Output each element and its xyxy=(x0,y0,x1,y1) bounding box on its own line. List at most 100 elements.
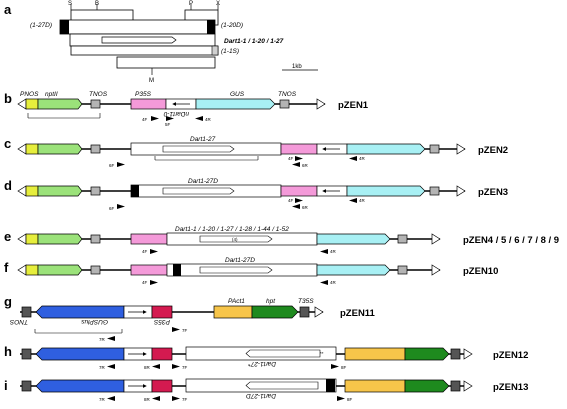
label-pnos: PNOS xyxy=(20,91,39,98)
construct-name-i: pZEN13 xyxy=(493,382,528,393)
primer-7F: 7F xyxy=(182,365,188,370)
gusplus-gene xyxy=(35,347,125,361)
primer-4F-arrow xyxy=(151,116,159,121)
nptII-gene xyxy=(37,264,83,276)
primer-6R: 6R xyxy=(302,163,309,168)
right-border-triangle xyxy=(316,98,326,110)
label-1-1S: (1-1S) xyxy=(221,48,239,55)
panel-e: e (4) Dart1-1 / 1-20 / 1-27 / 1-28 / 1-4… xyxy=(4,226,559,254)
primer-7R: 7R xyxy=(99,337,106,342)
construct-name-c: pZEN2 xyxy=(478,145,508,156)
site-M: M xyxy=(149,78,154,84)
label-element: Dart1-27* xyxy=(248,360,276,367)
pnos-promoter xyxy=(25,185,39,197)
primer-6F: 6F xyxy=(109,163,115,168)
1-20D-right-terminus xyxy=(207,20,215,34)
1-27D-left-terminus xyxy=(60,20,69,34)
scale-label: 1kb xyxy=(292,64,302,70)
label-pact1: PAct1 xyxy=(228,298,245,305)
site-S: S xyxy=(68,1,72,7)
panel-a-title: Dart1-1 / 1-20 / 1-27 xyxy=(224,38,284,45)
panel-b: b PNOS nptII TNOS P35S GUS TNOS nDart1-0… xyxy=(4,91,369,127)
t35s-left xyxy=(21,306,32,318)
gus-gene xyxy=(316,233,391,245)
pnos-promoter xyxy=(25,143,39,155)
label-element: Dart1-27 xyxy=(190,136,216,143)
label-gusplus: GUSPlus xyxy=(81,318,108,325)
gus-gene xyxy=(316,264,391,276)
label-element: Dart1-27D xyxy=(225,257,255,264)
label-nptII: nptII xyxy=(45,91,58,98)
label-ndart1-0: nDart1-0 xyxy=(163,110,189,117)
label-1-20D: (1-20D) xyxy=(221,22,243,29)
tnos-terminator xyxy=(90,99,101,109)
tnos-terminator-2 xyxy=(279,99,290,109)
label-hpt: hpt xyxy=(266,298,276,305)
construct-name-b: pZEN1 xyxy=(338,100,369,111)
panel-a: a S B P X (1-27D) (1-20D) Dart1-1 / 1-20… xyxy=(4,1,318,84)
hpt-gene xyxy=(404,379,450,393)
primer-4F: 4F xyxy=(142,249,148,254)
primer-4R-arrow xyxy=(195,116,203,121)
nptII-gene xyxy=(37,98,83,110)
label-tnos: TNOS xyxy=(89,91,108,98)
primer-4R: 4R xyxy=(330,249,337,254)
primer-8F: 8F xyxy=(341,365,347,370)
panel-h: h ** Dart1-27* 7R 8R 7F 8F pZEN12 xyxy=(4,344,528,370)
panel-letter-g: g xyxy=(4,294,12,309)
primer-8R: 8R xyxy=(144,365,151,370)
label-element: Dart1-27D xyxy=(188,178,218,185)
pact1-promoter xyxy=(213,305,253,319)
p35s-red xyxy=(151,379,173,393)
label-p35s: P35S xyxy=(153,318,170,325)
primer-6R: 6R xyxy=(302,205,309,210)
element-1-27D-bar xyxy=(59,19,216,35)
construct-name-h: pZEN12 xyxy=(493,350,528,361)
primer-4F: 4F xyxy=(142,280,148,285)
primer-4F: 4F xyxy=(288,198,294,203)
construct-name-g: pZEN11 xyxy=(340,308,376,319)
gusplus-gene xyxy=(35,379,125,393)
panel-letter-a: a xyxy=(4,2,12,17)
nptII-gene xyxy=(37,185,83,197)
primer-7R: 7R xyxy=(99,365,106,370)
transposase-orf-arrow xyxy=(101,36,177,44)
1-1S-terminus xyxy=(211,45,219,56)
panel-letter-d: d xyxy=(4,178,12,193)
nptII-gene xyxy=(37,143,83,155)
primer-5F: 5F xyxy=(165,122,171,127)
hpt-gene xyxy=(251,305,299,319)
pnos-promoter xyxy=(25,233,39,245)
panel-letter-c: c xyxy=(4,136,11,151)
nptII-gene xyxy=(37,233,83,245)
p35s-promoter xyxy=(130,264,168,276)
left-border-triangle xyxy=(17,98,27,110)
primer-7F: 7F xyxy=(182,397,188,402)
p35s-red xyxy=(151,347,173,361)
pnos-promoter xyxy=(25,98,39,110)
construct-name-d: pZEN3 xyxy=(478,187,508,198)
p35s-promoter xyxy=(280,143,318,155)
primer-4R: 4R xyxy=(359,198,366,203)
pact1-promoter xyxy=(344,379,406,393)
panel-c: c Dart1-27 6F 4F 6R 4R pZEN2 xyxy=(4,136,508,168)
panel-letter-h: h xyxy=(4,344,12,359)
primer-4F: 4F xyxy=(142,117,148,122)
construct-name-e: pZEN4 / 5 / 6 / 7 / 8 / 9 xyxy=(463,235,559,246)
site-B: B xyxy=(95,1,99,7)
p35s-promoter xyxy=(130,98,167,110)
label-t35s: T35S xyxy=(298,298,314,305)
panel-letter-f: f xyxy=(4,260,9,275)
p35s-promoter xyxy=(280,185,318,197)
element-count: (4) xyxy=(232,237,238,242)
gus-gene xyxy=(346,185,426,197)
hpt-gene xyxy=(404,347,450,361)
primer-4R: 4R xyxy=(330,280,337,285)
label-1-27D: (1-27D) xyxy=(30,22,52,29)
pnos-promoter xyxy=(25,264,39,276)
gusplus-gene xyxy=(35,305,125,319)
restriction-fragment-bottom xyxy=(116,56,216,69)
label-tnos-2: TNOS xyxy=(278,91,297,98)
panel-letter-b: b xyxy=(4,91,12,106)
